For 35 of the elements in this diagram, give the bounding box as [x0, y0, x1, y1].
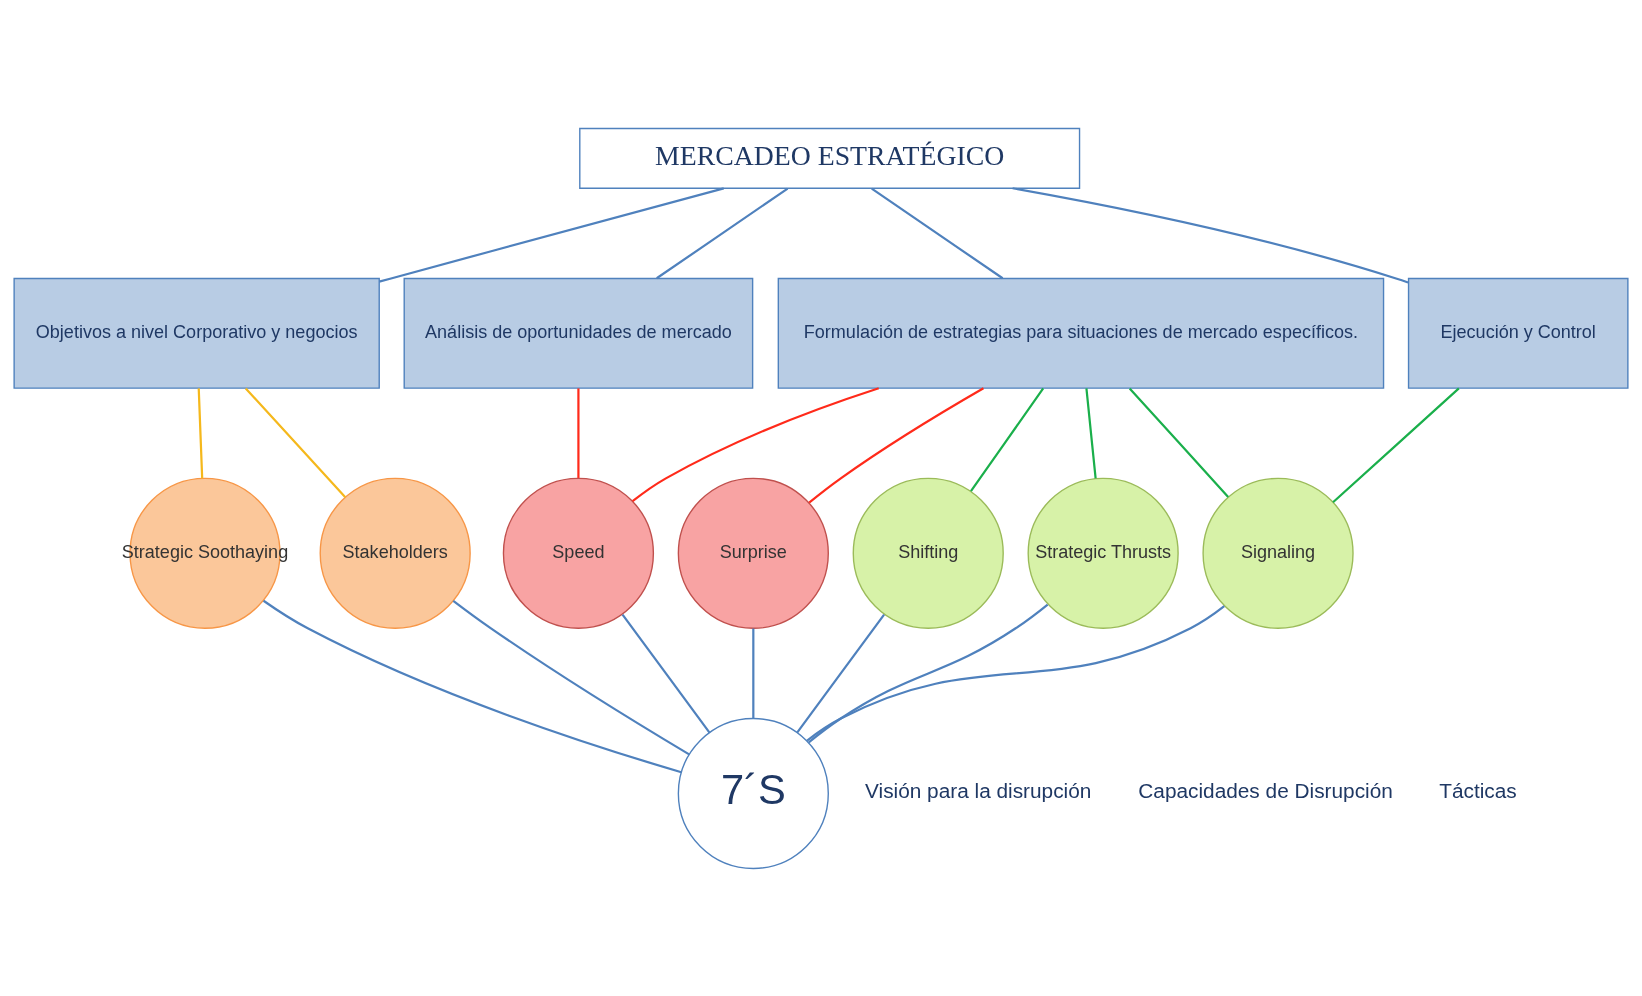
node-box: Ejecución y Control: [1407, 277, 1629, 389]
connector: [1128, 387, 1229, 498]
node-box: Formulación de estrategias para situaciones de mercado específicos.: [777, 277, 1385, 389]
connector: [1012, 186, 1409, 284]
label: Capacidades de Disrupción: [1138, 778, 1393, 802]
connector: [796, 613, 885, 733]
label: Visión para la disrupción: [865, 778, 1092, 802]
connector: [1332, 387, 1460, 503]
connector: [752, 628, 755, 718]
node-circle: Stakeholders: [319, 477, 471, 629]
connector: [631, 386, 880, 502]
node-box: Objetivos a nivel Corporativo y negocios: [13, 277, 380, 389]
node-circle: Speed: [502, 477, 655, 629]
node-circle: 7´S: [677, 717, 829, 869]
node-box: Análisis de oportunidades de mercado: [403, 277, 754, 389]
connector: [808, 603, 1049, 743]
connector: [656, 187, 789, 279]
label: Tácticas: [1439, 778, 1517, 802]
connector: [452, 599, 690, 755]
node-circle: Strategic Thrusts: [1027, 477, 1179, 629]
connector: [1085, 387, 1097, 478]
connector: [197, 387, 204, 478]
connector: [262, 599, 682, 773]
connector: [621, 613, 711, 733]
connector: [244, 387, 347, 498]
connector: [808, 386, 984, 504]
connector: [871, 187, 1004, 279]
node-circle: Signaling: [1202, 477, 1354, 629]
node-circle: Surprise: [677, 477, 829, 629]
connector: [378, 186, 724, 283]
node-box: MERCADEO ESTRATÉGICO: [579, 127, 1081, 189]
node-circle: Shifting: [852, 477, 1004, 629]
connector: [970, 387, 1045, 492]
connector: [806, 604, 1225, 741]
connector: [577, 387, 580, 478]
